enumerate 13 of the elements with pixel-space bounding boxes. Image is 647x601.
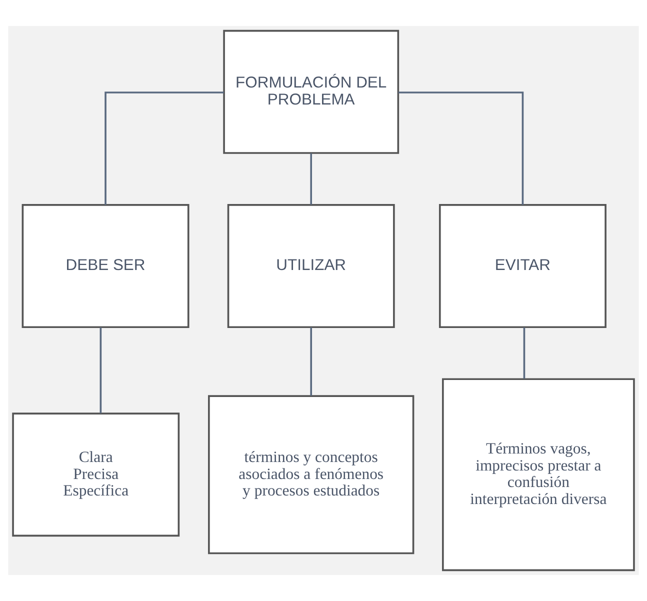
connector [104, 92, 224, 205]
node-box: términos y conceptos asociados a fenómenos y procesos estudiados [208, 395, 414, 554]
node-box: Términos vagos, imprecisos prestar a confusión interpretación diversa [442, 378, 635, 572]
node-box: DEBE SER [22, 204, 190, 328]
node-box: EVITAR [438, 204, 606, 328]
node-box: UTILIZAR [227, 204, 395, 328]
node-box: FORMULACIÓN DEL PROBLEMA [223, 30, 400, 154]
connector [523, 328, 526, 379]
node-box: Clara Precisa Específica [12, 412, 180, 537]
connector [310, 328, 312, 396]
connector [398, 92, 524, 205]
connector [100, 328, 102, 414]
connector [310, 153, 312, 205]
